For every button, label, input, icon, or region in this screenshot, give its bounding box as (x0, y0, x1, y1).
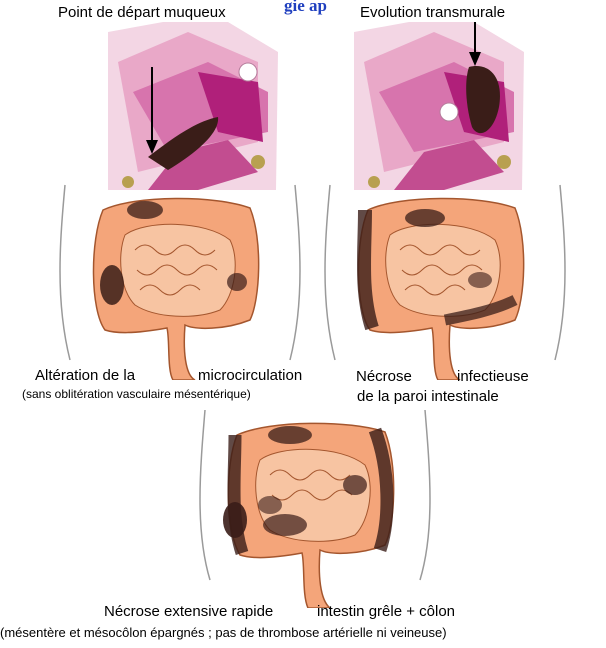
caption-necrose-sub: de la paroi intestinale (357, 388, 499, 405)
caption-point-depart: Point de départ muqueux (58, 4, 226, 21)
caption-alteration-b: microcirculation (198, 367, 302, 384)
caption-evolution-transmurale: Evolution transmurale (360, 4, 505, 21)
caption-extensive-a: Nécrose extensive rapide (104, 603, 273, 620)
abdomen-diagram-bottom (195, 410, 435, 608)
caption-extensive-b: intestin grêle + côlon (317, 603, 455, 620)
abdomen-diagram-right (320, 180, 570, 380)
abdomen-diagram-left (55, 180, 305, 380)
caption-necrose-b: infectieuse (457, 368, 529, 385)
mucosa-closeup-left (108, 22, 278, 190)
title-fragment: gie ap (284, 0, 327, 14)
caption-alteration-a: Altération de la (35, 367, 135, 384)
caption-alteration-sub: (sans oblitération vasculaire mésentériq… (22, 387, 251, 401)
caption-necrose-a: Nécrose (356, 368, 412, 385)
caption-extensive-sub: (mésentère et mésocôlon épargnés ; pas d… (0, 626, 447, 640)
mucosa-closeup-right (354, 22, 524, 190)
